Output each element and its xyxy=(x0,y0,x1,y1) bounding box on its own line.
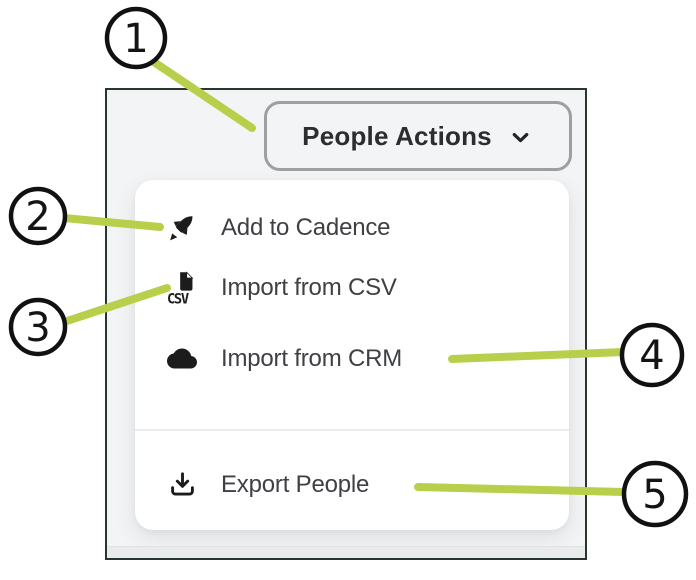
csv-file-icon: CSV xyxy=(165,270,199,305)
menu-item-label: Import from CSV xyxy=(221,273,397,301)
callout-2-number: 2 xyxy=(25,194,50,240)
callout-4-circle xyxy=(619,322,685,388)
menu-item-label: Export People xyxy=(221,470,370,498)
chevron-down-icon xyxy=(512,132,529,143)
callout-5-circle xyxy=(621,460,689,528)
cloud-icon xyxy=(165,342,199,376)
people-actions-label: People Actions xyxy=(302,120,492,151)
menu-item-add-to-cadence[interactable]: Add to Cadence xyxy=(135,195,569,260)
svg-text:CSV: CSV xyxy=(167,291,189,304)
callout-2-circle xyxy=(8,186,68,246)
callout-3-circle xyxy=(8,297,68,357)
menu-item-export-people[interactable]: Export People xyxy=(135,452,569,517)
callout-1-circle xyxy=(104,6,168,70)
frame-bottom-strip xyxy=(107,546,585,558)
callout-3-number: 3 xyxy=(25,305,50,351)
menu-item-label: Import from CRM xyxy=(221,344,403,372)
people-actions-menu: Add to Cadence CSV Import from CSV xyxy=(135,180,569,530)
menu-item-label: Add to Cadence xyxy=(221,213,391,241)
callout-4-number: 4 xyxy=(639,333,664,379)
download-icon xyxy=(165,468,199,502)
callout-5-number: 5 xyxy=(642,472,667,518)
menu-divider xyxy=(135,429,569,431)
people-actions-button[interactable]: People Actions xyxy=(264,101,572,171)
menu-item-import-from-csv[interactable]: CSV Import from CSV xyxy=(135,255,569,320)
rocket-icon xyxy=(165,211,199,245)
callout-1-number: 1 xyxy=(123,16,148,62)
screenshot-frame: People Actions xyxy=(105,88,587,560)
menu-item-import-from-crm[interactable]: Import from CRM xyxy=(135,326,569,391)
